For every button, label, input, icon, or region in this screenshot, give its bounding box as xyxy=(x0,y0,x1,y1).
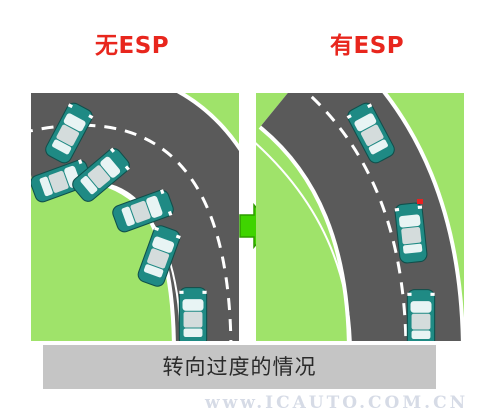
panel-without-esp xyxy=(31,93,239,341)
car-icon xyxy=(393,201,429,265)
caption-text: 转向过度的情况 xyxy=(162,355,317,379)
panel-with-esp xyxy=(256,93,464,341)
title-with-esp: 有ESP xyxy=(330,33,405,59)
title-without-esp: 无ESP xyxy=(95,33,170,59)
watermark: www.ICAUTO.COM.CN xyxy=(205,393,469,413)
car-icon xyxy=(178,287,208,341)
caption-box: 转向过度的情况 xyxy=(43,345,436,389)
car-icon xyxy=(406,289,436,341)
brake-light xyxy=(417,199,423,204)
